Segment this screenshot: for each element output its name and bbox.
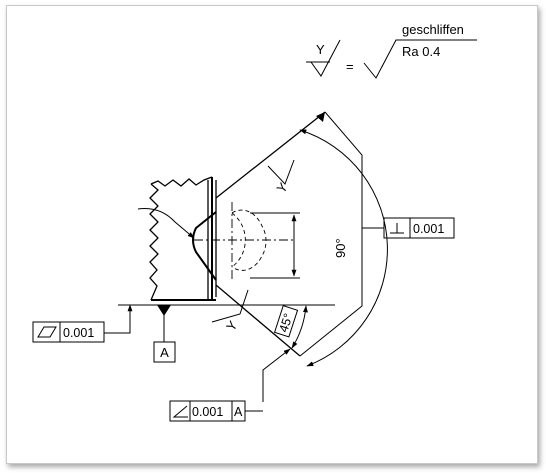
angle-dimensions: 90° 45° [273,129,388,367]
surface-note: Y = geschliffen Ra 0.4 [306,22,477,79]
datum-letter: A [160,345,169,360]
vee-groove [192,111,326,357]
flatness-icon [37,326,57,338]
surface-symbol-icon [363,39,477,79]
angularity-frame: 0.001 A [169,348,291,422]
angle-45-box [273,305,299,338]
angle-45-label: 45° [276,312,295,334]
flatness-value: 0.001 [63,326,94,340]
break-line-left [149,183,159,301]
flatness-leader [104,304,133,334]
vee-flank-upper [215,111,326,199]
surface-symbol-icon [211,289,249,323]
datum-a: A [118,304,335,363]
surface-note-letter: Y [316,42,325,57]
surface-mark-letter: Y [274,180,291,196]
surface-note-equals: = [346,59,354,74]
perpendicular-value: 0.001 [413,222,444,236]
diameter-dimension [250,212,300,279]
part-body [149,176,217,301]
angularity-leader [262,348,291,402]
angularity-value: 0.001 [192,405,223,419]
datum-triangle-icon [157,305,171,316]
surface-note-roughness: Ra 0.4 [402,44,440,59]
angularity-icon [172,405,188,418]
leader-arrow-icon [316,112,325,122]
datum-box [153,341,176,363]
angularity-box [169,400,246,422]
groove-outline [192,211,217,281]
vee-flank-lower [215,284,301,357]
surface-symbol-icon [267,159,295,185]
angle-45-tag: 45° [273,305,299,338]
angularity-datum: A [234,405,243,419]
surface-note-process: geschliffen [402,22,464,37]
groove-leader [137,208,195,239]
angle-45-arc [291,305,308,349]
break-line-top [150,176,213,187]
angle-90-arc [299,129,388,367]
angle-90-label: 90° [333,238,348,258]
surface-symbol-icon [306,39,341,77]
perpendicular-icon [390,223,404,234]
flatness-frame: 0.001 [32,304,133,343]
surface-mark-letter: Y [223,318,240,334]
roll-outline [231,209,267,271]
perpendicularity-leader [299,111,363,357]
surface-mark-upper: Y [267,159,295,196]
perpendicularity-frame: 0.001 [299,111,455,357]
